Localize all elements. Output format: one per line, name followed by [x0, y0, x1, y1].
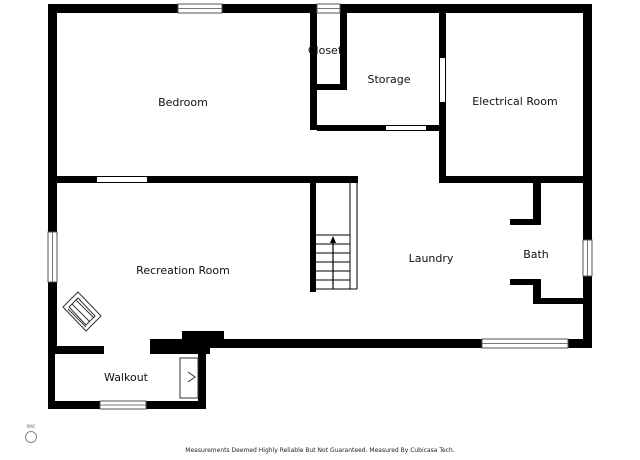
wall-bottom-left	[48, 346, 104, 354]
footer-disclaimer: Measurements Deemed Highly Reliable But …	[185, 447, 455, 454]
walkout-right-wall	[198, 346, 206, 409]
walkout-door	[179, 357, 199, 399]
stair-left-wall	[310, 176, 316, 292]
window-laundry-bottom	[481, 338, 569, 349]
bath-left-lower	[510, 279, 541, 285]
brand-badge: RMC	[22, 424, 40, 444]
door-arrow-icon	[187, 371, 196, 383]
walkout-left-wall	[48, 346, 55, 408]
label-closet: Closet	[308, 44, 343, 57]
room-labels: Bedroom Closet Storage Electrical Room R…	[104, 44, 558, 384]
bath-top-wall	[533, 176, 541, 223]
label-bedroom: Bedroom	[158, 96, 208, 109]
bath-bottom-wall	[533, 298, 592, 304]
stair-arrow-icon	[330, 236, 336, 243]
label-bath: Bath	[523, 248, 549, 261]
fireplace-icon	[62, 291, 102, 332]
electrical-bottom-wall	[439, 176, 592, 183]
window-recreation-left	[47, 231, 58, 283]
wall-notch-block	[182, 331, 224, 341]
bath-doorway	[511, 226, 519, 278]
bath-left-upper	[510, 219, 541, 225]
window-walkout-bottom	[99, 400, 147, 410]
electrical-doorway	[440, 58, 445, 102]
walkout-doorway	[105, 347, 149, 353]
window-bedroom-top	[177, 3, 223, 14]
bedroom-right-wall	[310, 4, 317, 130]
label-laundry: Laundry	[409, 252, 454, 265]
label-electrical-room: Electrical Room	[472, 95, 557, 108]
openings	[97, 58, 519, 353]
window-bath-right	[582, 239, 593, 277]
wall-bottom-main	[202, 339, 592, 348]
stair-opening	[350, 183, 358, 291]
bath-left-diag	[533, 279, 541, 304]
bedroom-bottom-wall	[48, 176, 358, 183]
label-recreation-room: Recreation Room	[136, 264, 230, 277]
wall-bottom-mid	[150, 339, 210, 354]
closet-bottom-wall	[310, 84, 347, 90]
window-closet-top	[316, 3, 341, 14]
storage-bottom-wall	[317, 125, 445, 131]
bedroom-doorway	[97, 177, 147, 182]
storage-doorway	[386, 126, 426, 130]
brand-badge-text: RMC	[26, 424, 36, 429]
label-storage: Storage	[367, 73, 410, 86]
label-walkout: Walkout	[104, 371, 149, 384]
stairs	[316, 183, 358, 290]
brand-logo-icon	[25, 431, 37, 443]
closet-right-wall	[340, 4, 347, 90]
